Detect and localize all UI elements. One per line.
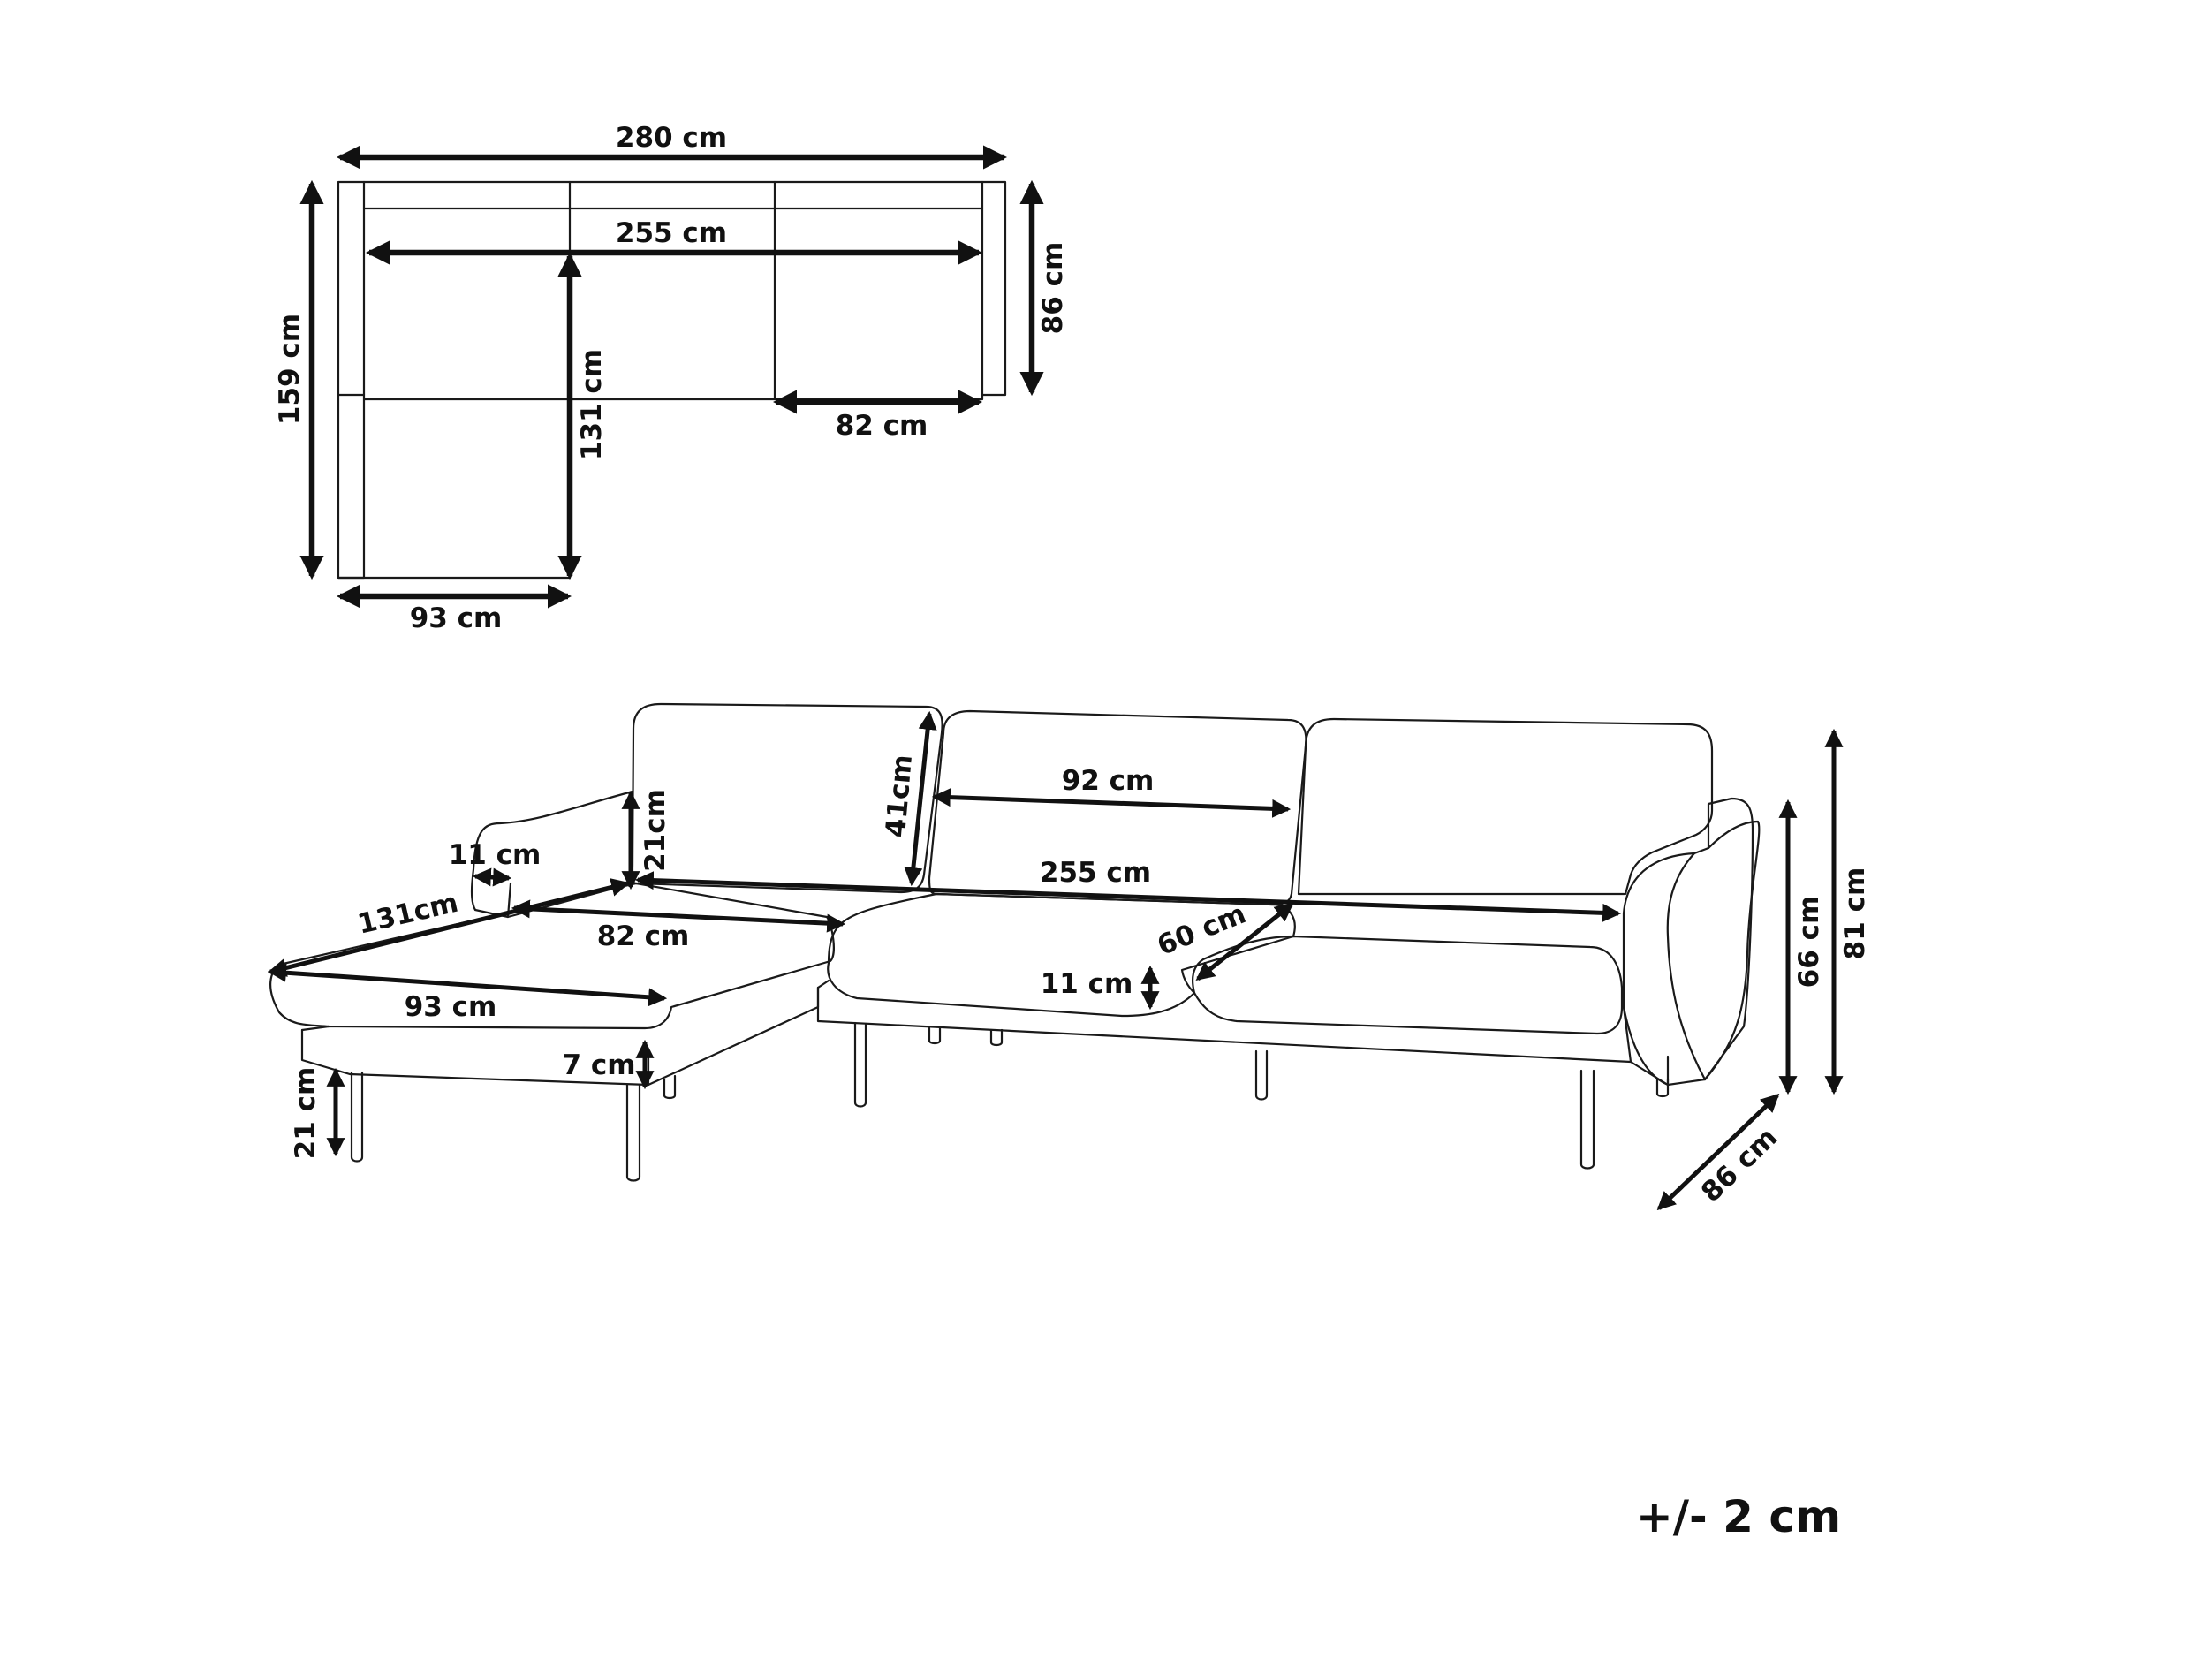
dim-86-depth	[1656, 1093, 1780, 1211]
label-11-cushion: 11 cm	[1041, 968, 1133, 1000]
label-255-seat: 255 cm	[1040, 857, 1151, 889]
label-280: 280 cm	[616, 122, 727, 154]
dim-41-back	[904, 710, 937, 887]
label-60-cushion: 60 cm	[1153, 898, 1250, 962]
perspective-labels: 11 cm 21cm 41cm 131cm 82 cm 92 cm 255 cm…	[290, 754, 1871, 1208]
label-81-total-height: 81 cm	[1839, 867, 1871, 960]
label-82-seat: 82 cm	[597, 920, 690, 952]
label-21-arm: 21cm	[640, 789, 671, 872]
dim-11-arm	[472, 867, 512, 887]
dim-93-chaise	[267, 963, 668, 1007]
dim-60-cushion	[1195, 903, 1294, 981]
label-131-chaise: 131cm	[354, 887, 461, 941]
label-41-back: 41cm	[880, 754, 919, 839]
label-92-cushion: 92 cm	[1062, 765, 1155, 797]
label-159: 159 cm	[274, 314, 306, 425]
dim-255-seat	[634, 871, 1622, 922]
perspective-sofa-legs	[350, 1021, 1670, 1182]
label-66-seat-height: 66 cm	[1793, 896, 1825, 989]
label-93: 93 cm	[410, 602, 503, 634]
label-255: 255 cm	[616, 217, 727, 249]
top-view-labels: 280 cm 255 cm 159 cm 86 cm 131 cm 82 cm …	[274, 122, 1069, 634]
label-131: 131 cm	[576, 349, 608, 460]
dim-92-cushion	[931, 788, 1292, 818]
label-93-chaise: 93 cm	[405, 991, 497, 1023]
tolerance-note: +/- 2 cm	[1636, 1491, 1841, 1542]
perspective-dimensions	[267, 710, 1844, 1211]
label-11-arm: 11 cm	[449, 839, 542, 871]
label-7-frame: 7 cm	[562, 1049, 635, 1081]
dim-131-chaise	[267, 878, 631, 977]
label-21-leg: 21 cm	[290, 1067, 322, 1160]
label-82: 82 cm	[836, 410, 928, 442]
label-86: 86 cm	[1037, 242, 1069, 335]
top-view-dimensions	[299, 145, 1044, 609]
